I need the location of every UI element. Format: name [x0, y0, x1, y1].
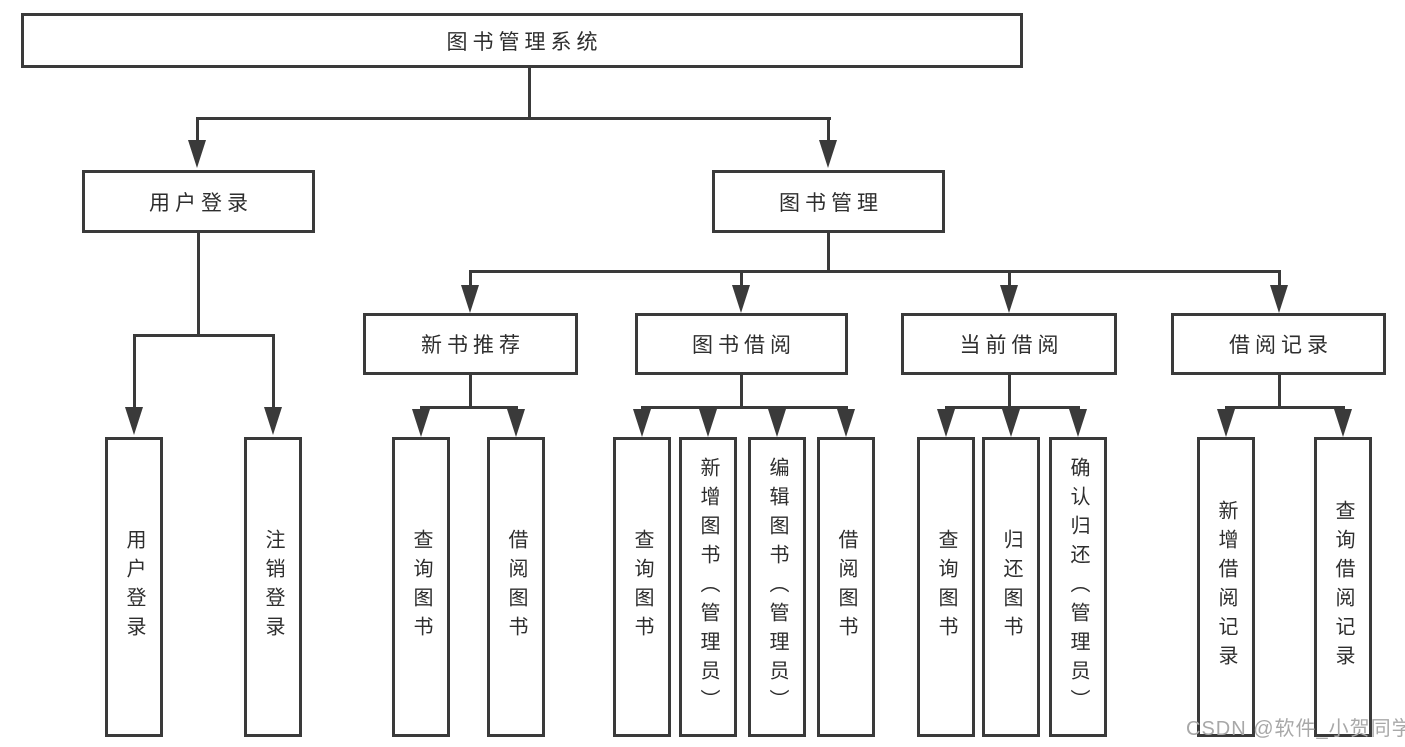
connector-bookmgmt-drop-3: [1008, 270, 1011, 286]
arrow-down-icon: [937, 409, 955, 437]
arrow-down-icon: [461, 285, 479, 313]
arrow-down-icon: [633, 409, 651, 437]
connector-bookborrow-stem: [740, 375, 743, 408]
leaf-query-borrow-record: 查询借阅记录: [1314, 437, 1372, 737]
arrow-down-icon: [1002, 409, 1020, 437]
connector-borrowrecord-bus: [1225, 406, 1345, 409]
connector-bookmgmt-drop-4: [1278, 270, 1281, 286]
arrow-down-icon: [732, 285, 750, 313]
connector-bookmgmt-drop-1: [469, 270, 472, 286]
arrow-down-icon: [264, 407, 282, 435]
node-book-borrow: 图书借阅: [635, 313, 848, 375]
connector-userlogin-drop-1: [133, 334, 136, 408]
connector-currentborrow-stem: [1008, 375, 1011, 408]
leaf-add-borrow-record: 新增借阅记录: [1197, 437, 1255, 737]
leaf-logout: 注销登录: [244, 437, 302, 737]
csdn-watermark: CSDN @软件_小贺同学: [1186, 718, 1405, 740]
connector-borrowrecord-stem: [1278, 375, 1281, 408]
leaf-query-book-1: 查询图书: [392, 437, 450, 737]
leaf-add-book-admin: 新增图书（管理员）: [679, 437, 737, 737]
arrow-down-icon: [1069, 409, 1087, 437]
node-current-borrow: 当前借阅: [901, 313, 1117, 375]
arrow-down-icon: [1000, 285, 1018, 313]
arrow-down-icon: [1270, 285, 1288, 313]
arrow-down-icon: [188, 140, 206, 168]
node-user-login: 用户登录: [82, 170, 315, 233]
leaf-user-login: 用户登录: [105, 437, 163, 737]
connector-userlogin-bus: [133, 334, 275, 337]
connector-root-bus: [196, 117, 831, 120]
arrow-down-icon: [507, 409, 525, 437]
leaf-borrow-book-1: 借阅图书: [487, 437, 545, 737]
node-new-book-recommend: 新书推荐: [363, 313, 578, 375]
node-library-management-system: 图书管理系统: [21, 13, 1023, 68]
arrow-down-icon: [412, 409, 430, 437]
connector-root-stem: [528, 68, 531, 117]
arrow-down-icon: [1217, 409, 1235, 437]
leaf-borrow-book-2: 借阅图书: [817, 437, 875, 737]
arrow-down-icon: [837, 409, 855, 437]
connector-bookmgmt-drop-2: [740, 270, 743, 286]
connector-newbook-bus: [420, 406, 518, 409]
connector-root-drop-right: [827, 117, 830, 143]
leaf-query-book-2: 查询图书: [613, 437, 671, 737]
leaf-query-book-3: 查询图书: [917, 437, 975, 737]
connector-bookborrow-bus: [641, 406, 848, 409]
connector-userlogin-drop-2: [272, 334, 275, 408]
arrow-down-icon: [768, 409, 786, 437]
arrow-down-icon: [1334, 409, 1352, 437]
leaf-return-book: 归还图书: [982, 437, 1040, 737]
arrow-down-icon: [125, 407, 143, 435]
arrow-down-icon: [819, 140, 837, 168]
connector-userlogin-stem: [197, 233, 200, 336]
node-borrow-record: 借阅记录: [1171, 313, 1386, 375]
connector-root-drop-left: [196, 117, 199, 143]
node-book-management: 图书管理: [712, 170, 945, 233]
connector-newbook-stem: [469, 375, 472, 408]
arrow-down-icon: [699, 409, 717, 437]
leaf-edit-book-admin: 编辑图书（管理员）: [748, 437, 806, 737]
leaf-confirm-return-admin: 确认归还（管理员）: [1049, 437, 1107, 737]
connector-bookmgmt-bus: [469, 270, 1281, 273]
connector-bookmgmt-stem: [827, 233, 830, 272]
